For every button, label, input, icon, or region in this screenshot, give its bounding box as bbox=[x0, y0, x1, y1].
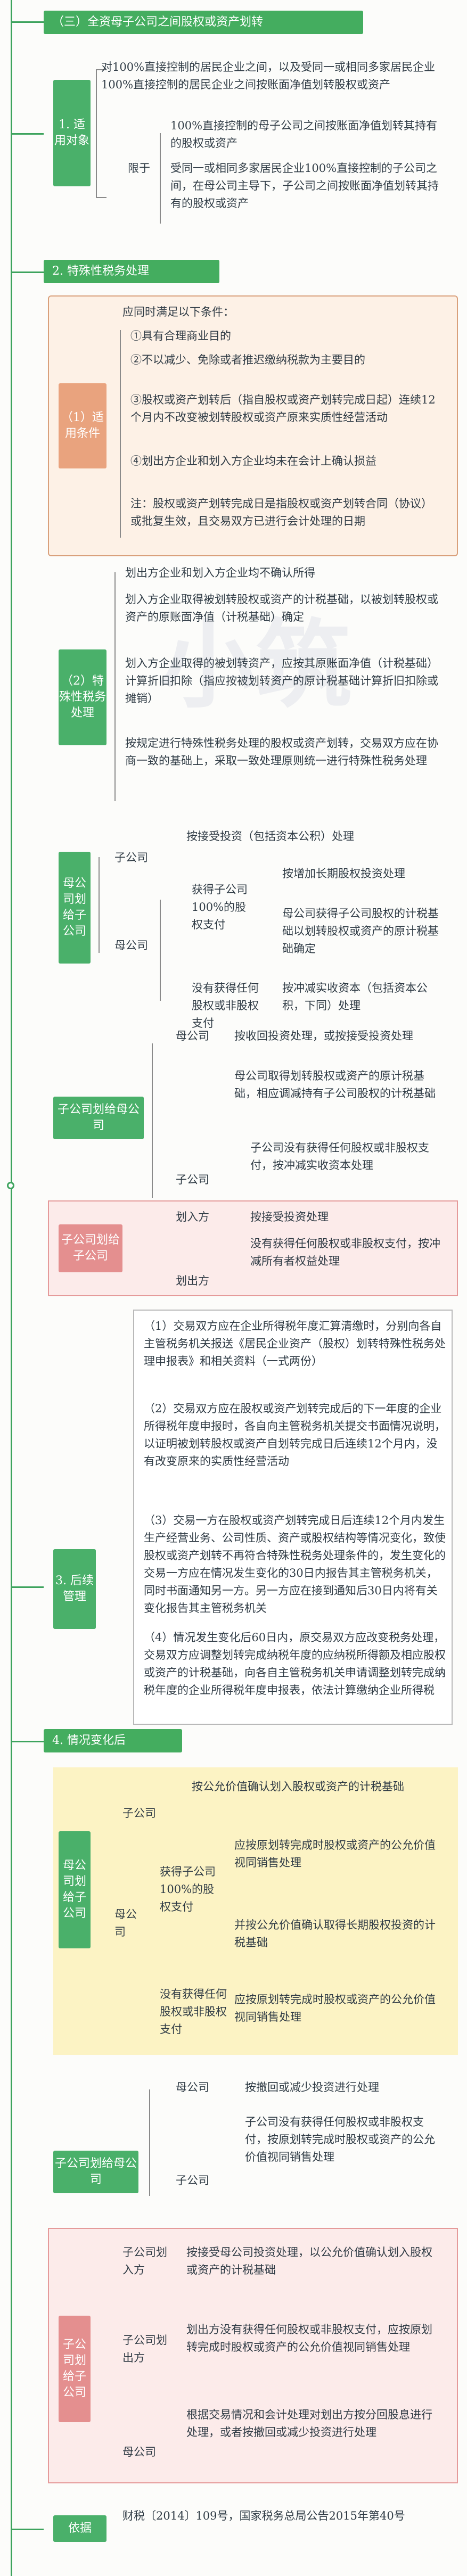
s4-s2s-in: 子公司划入方 bbox=[122, 2246, 167, 2276]
s4-p2s-no-equity: 没有获得任何股权或非股权支付 bbox=[160, 1988, 227, 2036]
s2-s2p-sub-a: 子公司没有获得任何股权或非股权支付，按冲减实收资本处理 bbox=[250, 1141, 429, 1172]
s2-s2p-parent-a: 按收回投资处理，或按接受投资处理 bbox=[234, 1030, 413, 1042]
s4-s2s-out-text: 划出方没有获得任何股权或非股权支付，应按原划转完成时股权或资产的公允价值视同销售… bbox=[186, 2323, 432, 2353]
s4-p2s-no-a: 应按原划转完成时股权或资产的公允价值视同销售处理 bbox=[234, 1993, 436, 2023]
s2-p2s-got-equity-b: 母公司获得子公司股权的计税基础以划转股权或资产的原计税基础确定 bbox=[282, 907, 439, 955]
s2-tax-2: 划入方企业取得被划转股权或资产的计税基础，以被划转股权或资产的原账面净值（计税基… bbox=[125, 593, 438, 623]
s4-p2s-parent: 母公司 bbox=[114, 1908, 137, 1938]
s2-s2p-label: 子公司划给母公司 bbox=[53, 1097, 144, 1139]
s4-p2s-got-b: 并按公允价值确认取得长期股权投资的计税基础 bbox=[234, 1919, 436, 1949]
s2-condition-4: ④划出方企业和划入方企业均未在会计上确认损益 bbox=[130, 455, 376, 467]
s2-conditions-box bbox=[48, 295, 458, 556]
s2-condition-1: ①具有合理商业目的 bbox=[130, 330, 231, 342]
s1-limit-b: 受同一或相同多家居民企业100%直接控制的子公司之间，在母公司主导下，子公司之间… bbox=[170, 162, 439, 210]
s3-box bbox=[133, 1310, 453, 1725]
s2-s2p-parent-b: 母公司取得划转股权或资产的原计税基础，相应调减持有子公司股权的计税基础 bbox=[234, 1069, 436, 1100]
s3-p1: （1）交易双方应在企业所得税年度汇算清缴时，分别向各自主管税务机关报送《居民企业… bbox=[144, 1320, 446, 1368]
s2-p2s-sub: 子公司 bbox=[114, 851, 148, 864]
s2-s2s-in-text: 按接受投资处理 bbox=[250, 1211, 329, 1223]
s1-label: 1. 适用对象 bbox=[53, 80, 91, 186]
s3-label: 3. 后续管理 bbox=[53, 1549, 96, 1629]
s4-s2p-parent-text: 按撤回或减少投资进行处理 bbox=[245, 2081, 379, 2094]
s2-s2s-box bbox=[48, 1200, 458, 1296]
s4-s2p-sub-text: 子公司没有获得任何股权或非股权支付，按原划转完成时股权或资产的公允价值视同销售处… bbox=[245, 2116, 435, 2163]
basis-label: 依据 bbox=[53, 2515, 106, 2542]
s4-p2s-got-a: 应按原划转完成时股权或资产的公允价值视同销售处理 bbox=[234, 1839, 436, 1869]
s4-s2s-box bbox=[48, 2228, 458, 2483]
section-title: （三）全资母子公司之间股权或资产划转 bbox=[44, 11, 363, 34]
s2-p2s-got-equity: 获得子公司100%的股权支付 bbox=[192, 883, 248, 931]
s2-condition-3: ③股权或资产划转后（指自股权或资产划转完成日起）连续12个月内不改变被划转股权或… bbox=[130, 393, 436, 424]
s4-p2s-got-equity: 获得子公司100%的股权支付 bbox=[160, 1865, 216, 1913]
s2-p2s-parent: 母公司 bbox=[114, 939, 148, 952]
s2-header: 2. 特殊性税务处理 bbox=[44, 260, 219, 283]
s1-intro: 对100%直接控制的居民企业之间，以及受同一或相同多家居民企业100%直接控制的… bbox=[101, 61, 436, 91]
s4-s2s-out: 子公司划出方 bbox=[122, 2334, 167, 2364]
s2-tax-3: 划入方企业取得的被划转资产，应按其原账面净值（计税基础）计算折旧扣除（指应按被划… bbox=[125, 657, 438, 705]
s2-applicable-label: （1）适用条件 bbox=[59, 383, 106, 468]
s2-tax-1: 划出方企业和划入方企业均不确认所得 bbox=[125, 566, 315, 579]
s4-s2s-parent: 母公司 bbox=[122, 2446, 156, 2458]
s4-p2s-sub: 子公司 bbox=[122, 1807, 156, 1820]
s2-p2s-no-equity-a: 按冲减实收资本（包括资本公积，下同）处理 bbox=[282, 982, 428, 1012]
s2-s2s-out: 划出方 bbox=[176, 1274, 209, 1287]
s2-s2s-label: 子公司划给子公司 bbox=[59, 1224, 122, 1272]
s4-s2s-parent-text: 根据交易情况和会计处理对划出方按分回股息进行处理，或者按撤回或减少投资进行处理 bbox=[186, 2408, 432, 2439]
spine-node bbox=[7, 1182, 14, 1189]
s4-header: 4. 情况变化后 bbox=[44, 1729, 182, 1752]
s4-p2s-box bbox=[53, 1767, 458, 2055]
s2-p2s-no-equity: 没有获得任何股权或非股权支付 bbox=[192, 982, 259, 1030]
s2-p2s-sub-text: 按接受投资（包括资本公积）处理 bbox=[186, 830, 354, 843]
s2-condition-2: ②不以减少、免除或者推迟缴纳税款为主要目的 bbox=[130, 353, 365, 366]
s2-s2p-sub: 子公司 bbox=[176, 1173, 209, 1186]
s4-s2s-label: 子公司划给子公司 bbox=[59, 2316, 91, 2422]
s3-p2: （2）交易双方应在股权或资产划转完成后的下一年度的企业所得税年度申报时，各自向主… bbox=[144, 1402, 446, 1468]
s4-s2p-parent: 母公司 bbox=[176, 2081, 209, 2094]
s2-p2s-label: 母公司划给子公司 bbox=[59, 852, 91, 964]
s4-p2s-label: 母公司划给子公司 bbox=[59, 1831, 91, 1948]
s3-p3: （3）交易一方在股权或资产划转完成日后连续12个月内发生生产经营业务、公司性质、… bbox=[144, 1514, 446, 1615]
s4-s2s-in-text: 按接受母公司投资处理，以公允价值确认划入股权或资产的计税基础 bbox=[186, 2246, 432, 2276]
s2-tax-label: （2）特殊性税务处理 bbox=[59, 649, 106, 745]
s2-p2s-got-equity-a: 按增加长期股权投资处理 bbox=[282, 867, 405, 880]
s4-s2p-sub: 子公司 bbox=[176, 2174, 209, 2187]
s2-s2s-out-text: 没有获得任何股权或非股权支付，按冲减所有者权益处理 bbox=[250, 1237, 440, 1268]
s4-s2p-label: 子公司划给母公司 bbox=[53, 2151, 138, 2193]
s3-p4: （4）情况发生变化后60日内，原交易双方应改变税务处理，交易双方应调整划转完成纳… bbox=[144, 1631, 446, 1697]
s4-p2s-sub-text: 按公允价值确认划入股权或资产的计税基础 bbox=[192, 1780, 404, 1793]
s2-applicable-lead: 应同时满足以下条件： bbox=[122, 306, 234, 318]
s2-applicable-note: 注：股权或资产划转完成日是指股权或资产划转合同（协议）或批复生效，且交易双方已进… bbox=[130, 497, 432, 528]
s2-s2s-in: 划入方 bbox=[176, 1211, 209, 1223]
s1-limit-label: 限于 bbox=[128, 162, 150, 175]
s2-s2p-parent: 母公司 bbox=[176, 1030, 209, 1042]
spine-line bbox=[11, 0, 12, 2576]
s1-limit-a: 100%直接控制的母子公司之间按账面净值划转其持有的股权或资产 bbox=[170, 119, 438, 150]
s2-tax-4: 按规定进行特殊性税务处理的股权或资产划转，交易双方应在协商一致的基础上，采取一致… bbox=[125, 737, 438, 767]
basis-text: 财税〔2014〕109号，国家税务总局公告2015年第40号 bbox=[122, 2509, 405, 2522]
